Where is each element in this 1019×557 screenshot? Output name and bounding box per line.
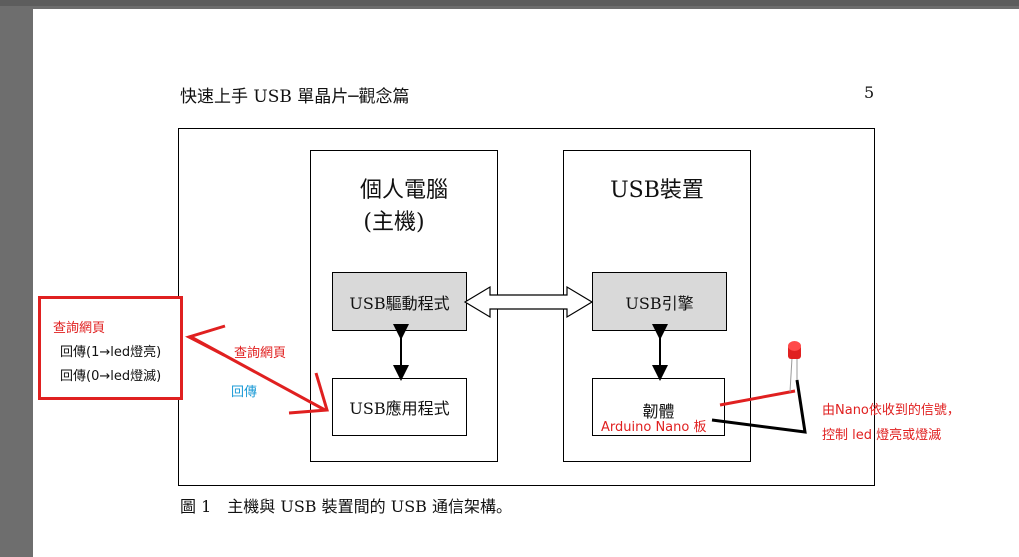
usb-device-panel: USB裝置 USB引擎 韌體 (563, 150, 751, 462)
red-arrow-right (288, 372, 329, 415)
led-ground-wire (711, 379, 807, 434)
double-hollow-arrow (463, 285, 594, 319)
led-control-note-line1: 由Nano依收到的信號， (822, 403, 960, 418)
page-header-title: 快速上手 USB 單晶片─觀念篇 (180, 87, 410, 107)
red-led-icon (788, 341, 801, 359)
arduino-nano-label: Arduino Nano 板 (601, 420, 707, 435)
pc-panel-subtitle: (主機) (363, 210, 425, 235)
query-label: 查詢網頁 (234, 346, 287, 361)
page-number: 5 (864, 83, 875, 102)
pc-panel-title: 個人電腦 (359, 178, 448, 203)
led-control-note-line2: 控制 led 燈亮或燈滅 (822, 428, 942, 443)
figure-frame: 個人電腦 (主機) USB驅動程式 USB應用程式 USB裝置 USB引擎 韌體 (178, 128, 875, 486)
led-lead-1 (789, 357, 793, 393)
reply-off-line: 回傳(0→led燈滅) (60, 369, 162, 384)
led-signal-wire (719, 389, 796, 407)
figure-caption: 圖 1 主機與 USB 裝置間的 USB 通信架構。 (180, 497, 513, 516)
query-annotation-box: 查詢網頁 回傳(1→led燈亮) 回傳(0→led燈滅) (38, 296, 183, 400)
query-annotation-title: 查詢網頁 (53, 321, 106, 336)
usb-driver-box: USB驅動程式 (332, 272, 467, 331)
reply-on-line: 回傳(1→led燈亮) (60, 345, 162, 360)
firmware-box: 韌體 (592, 378, 725, 436)
firmware-label: 韌體 (642, 402, 675, 421)
viewer-top-bar (0, 0, 1019, 6)
red-arrow-shaft (190, 335, 326, 412)
document-page: 快速上手 USB 單晶片─觀念篇 5 個人電腦 (主機) USB驅動程式 USB… (33, 9, 1019, 557)
usb-device-panel-title: USB裝置 (610, 178, 704, 203)
pc-panel: 個人電腦 (主機) USB驅動程式 USB應用程式 (310, 150, 498, 462)
usb-engine-box: USB引擎 (592, 272, 727, 331)
reply-label: 回傳 (231, 385, 258, 400)
